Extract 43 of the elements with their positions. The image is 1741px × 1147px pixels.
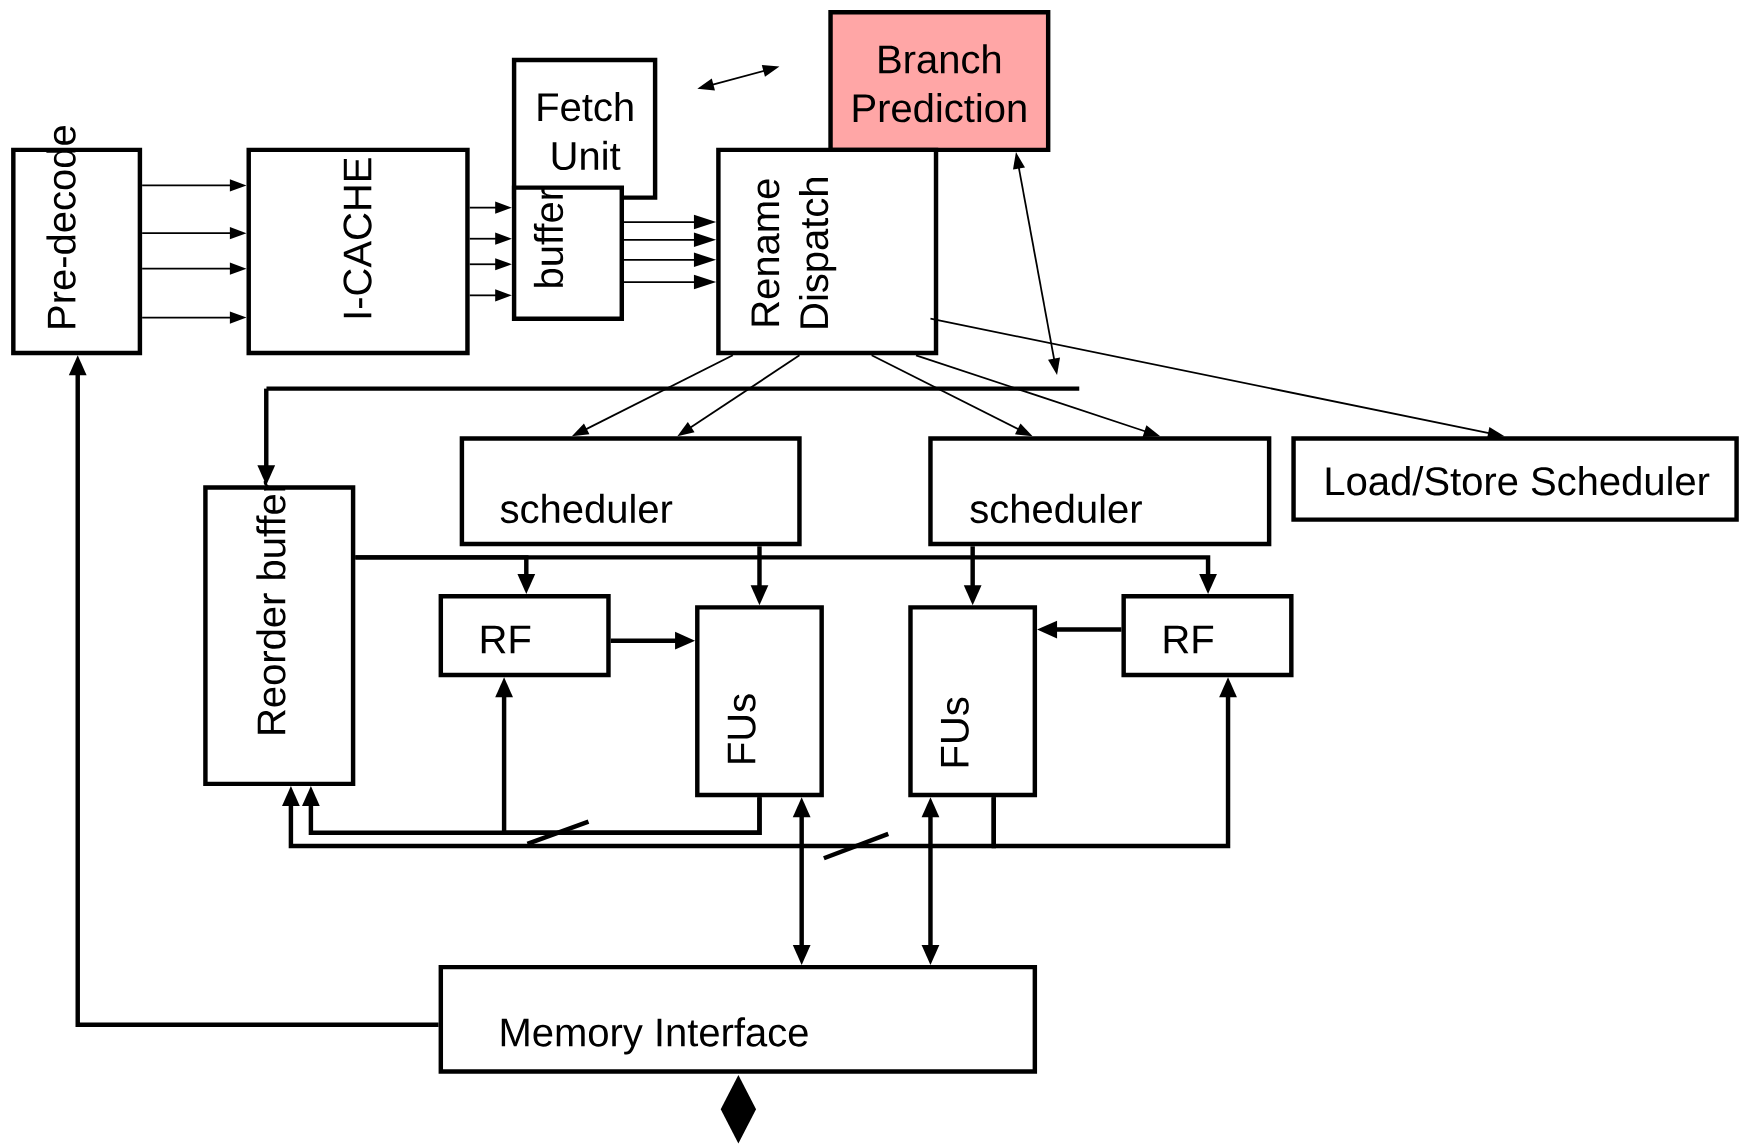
diamond-marker: [720, 1074, 757, 1144]
arrow: [677, 354, 801, 437]
block-box: Branch Prediction: [828, 10, 1051, 153]
block-box: scheduler: [459, 436, 802, 547]
block-box: Memory Interface: [438, 964, 1038, 1074]
block-box: buffer: [511, 185, 624, 321]
arrow: [141, 179, 247, 192]
arrow: [623, 214, 717, 230]
block-box: Rename Dispatch: [716, 147, 939, 356]
arrow: [257, 388, 276, 486]
block-box: FUs: [908, 605, 1038, 798]
arrow: [495, 677, 762, 835]
arrow: [610, 631, 696, 650]
arrow: [468, 289, 512, 302]
arrow: [623, 232, 717, 248]
double-arrow: [697, 65, 780, 91]
block-box: RF: [438, 594, 611, 678]
block-box: Pre-decode: [11, 126, 143, 356]
arrow: [623, 252, 717, 268]
arrow: [355, 555, 536, 595]
arrow: [963, 546, 982, 606]
block-box: Load/Store Scheduler: [1291, 436, 1739, 522]
block-box: RF: [1121, 594, 1294, 678]
arrow: [141, 227, 247, 240]
arrow: [141, 311, 247, 324]
arrow: [915, 354, 1161, 437]
arrow: [1037, 620, 1122, 639]
block-box: scheduler: [928, 436, 1272, 547]
arrow: [571, 354, 734, 437]
block-box: FUs: [695, 605, 824, 798]
arrow: [468, 232, 512, 245]
block-box: I-CACHE: [246, 147, 470, 356]
double-arrow: [1013, 152, 1061, 376]
double-arrow: [921, 797, 940, 965]
arrow: [468, 258, 512, 271]
arrow: [991, 677, 1237, 849]
arrow: [623, 274, 717, 290]
arrow: [468, 201, 512, 214]
arrow: [68, 355, 439, 1028]
arrow: [750, 546, 769, 606]
arrow: [141, 262, 247, 275]
double-arrow: [792, 797, 811, 965]
arrow: [929, 317, 1505, 439]
